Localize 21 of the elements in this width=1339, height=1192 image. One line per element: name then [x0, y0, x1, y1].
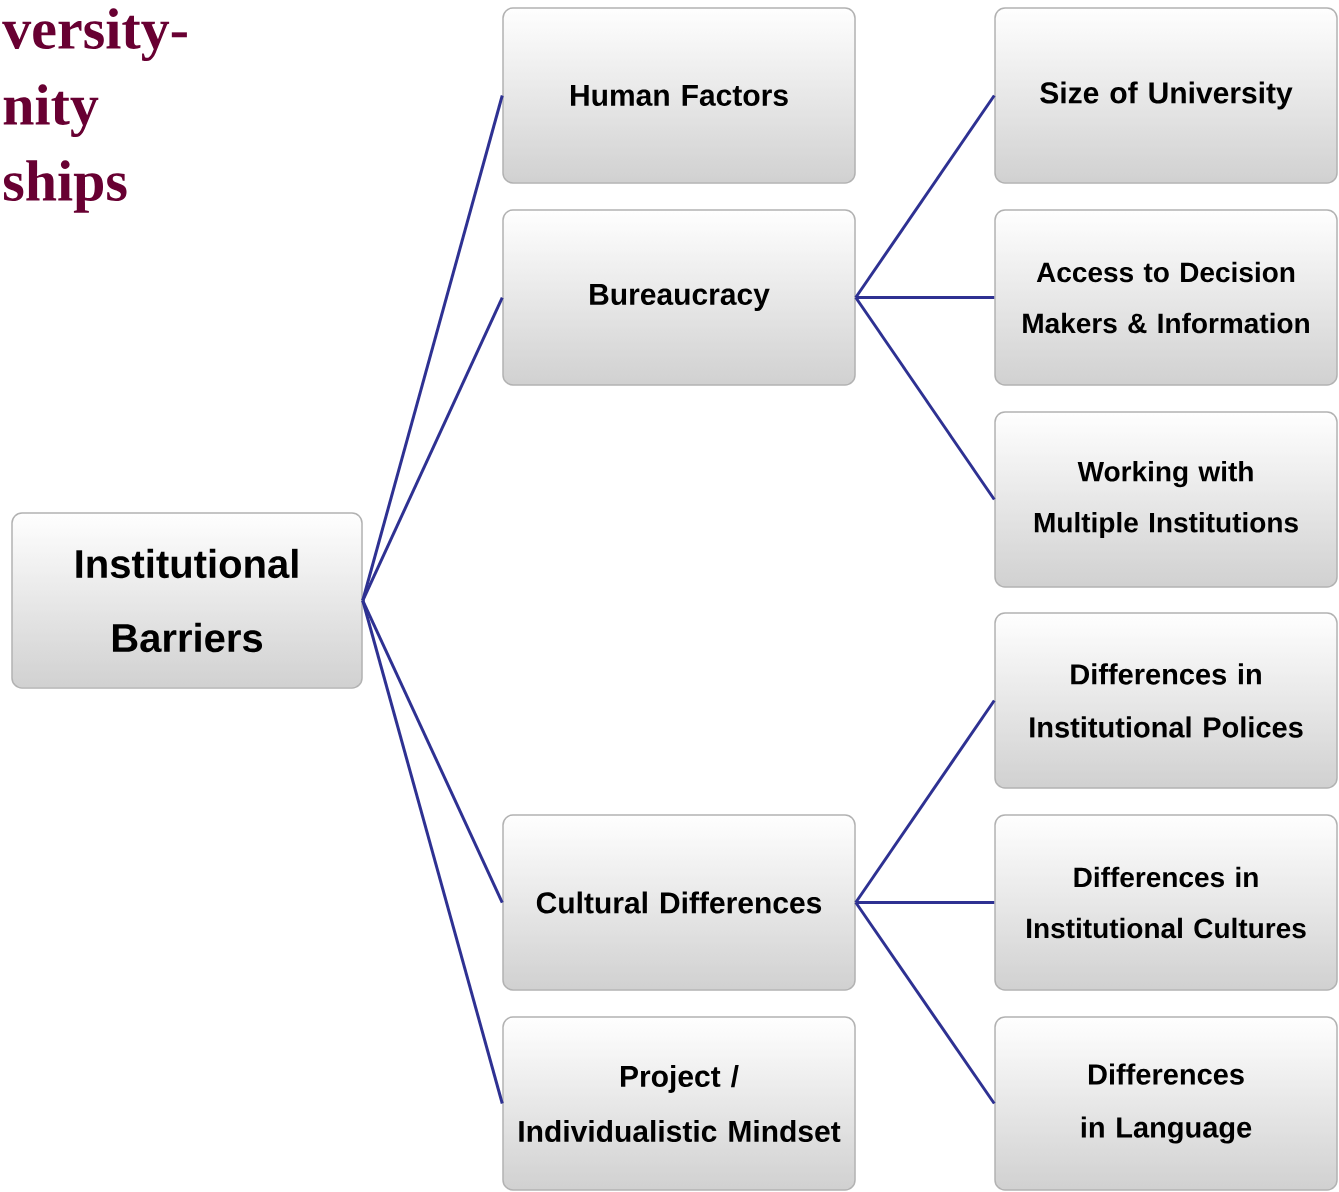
connector-line: [855, 901, 995, 904]
title: versity- nity ships: [2, 8, 187, 213]
text-box: Human Factors: [502, 7, 856, 184]
connector-line: [855, 296, 995, 299]
text-box: Differences in Language: [994, 1016, 1338, 1191]
connector-line: [361, 296, 504, 602]
text-box: Access to Decision Makers & Information: [994, 209, 1338, 386]
connector-line: [854, 296, 996, 501]
text-box: Bureaucracy: [502, 209, 856, 386]
text-box: Cultural Differences: [502, 814, 856, 991]
text-box: Working with Multiple Institutions: [994, 411, 1338, 588]
connector-line: [854, 699, 996, 904]
text-box: Differences in Institutional Cultures: [994, 814, 1338, 991]
connector-line: [361, 600, 504, 1104]
text-box: Project / Individualistic Mindset: [502, 1016, 856, 1191]
text-box: Size of University: [994, 7, 1338, 184]
connector-line: [854, 901, 996, 1105]
connector-line: [854, 94, 996, 299]
text-box: Institutional Barriers: [11, 512, 363, 689]
connector-line: [361, 95, 504, 601]
text-box: Differences in Institutional Polices: [994, 612, 1338, 789]
